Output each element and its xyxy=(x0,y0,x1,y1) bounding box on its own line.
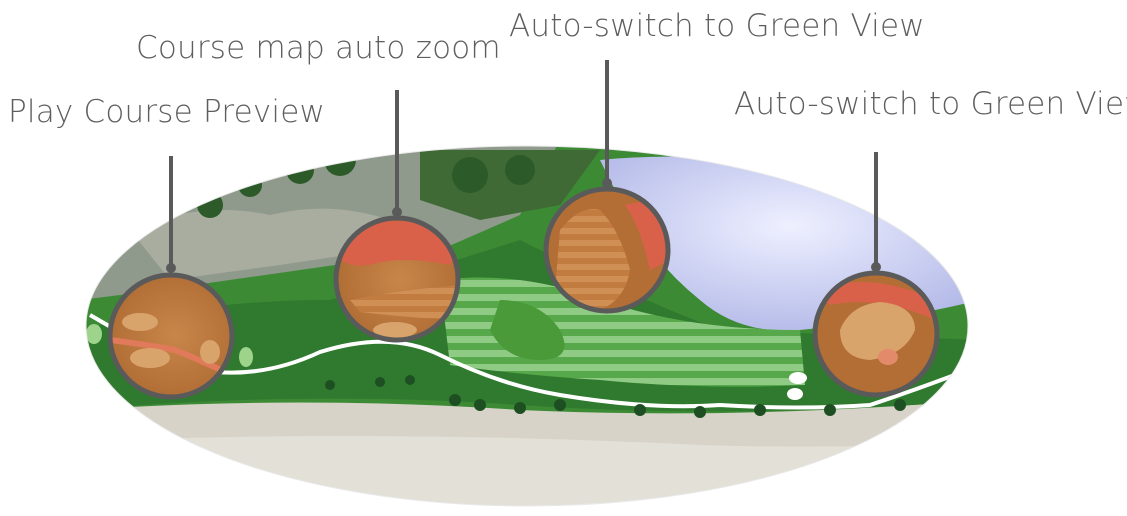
leader-lines xyxy=(169,60,878,268)
lens-play-course-preview xyxy=(107,272,235,400)
lens-course-map-auto-zoom xyxy=(333,215,461,343)
callout-label-green-view-1: Auto-switch to Green View xyxy=(509,8,925,44)
callout-label-play-course-preview: Play Course Preview xyxy=(8,94,326,130)
lens-green-view-2 xyxy=(812,270,940,398)
callout-label-green-view-2: Auto-switch to Green View xyxy=(734,86,1127,122)
callout-label-course-map-auto-zoom: Course map auto zoom xyxy=(136,30,501,66)
lens-green-view-1 xyxy=(543,186,671,314)
